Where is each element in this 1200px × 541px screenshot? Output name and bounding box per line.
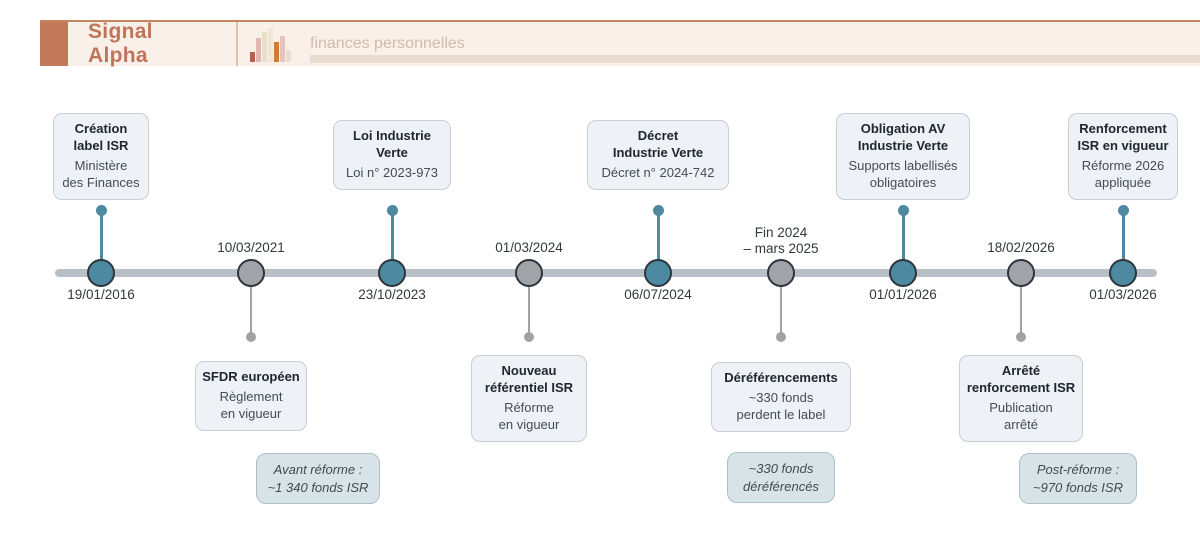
bar-chart-bar	[279, 36, 285, 62]
event-stem	[249, 273, 252, 337]
event-card-sfdr-europeen: SFDR européen Règlement en vigueur	[195, 361, 307, 431]
event-title: Création label ISR	[73, 121, 129, 153]
bar-chart-bar	[285, 50, 291, 62]
event-marker-dot	[767, 259, 795, 287]
event-marker-dot	[237, 259, 265, 287]
event-subtitle: Décret n° 2024-742	[601, 164, 715, 180]
event-stem	[390, 210, 394, 273]
event-marker-dot	[1007, 259, 1035, 287]
event-title: Renforcement ISR en vigueur	[1077, 121, 1169, 153]
event-title: Déréférencements	[724, 370, 838, 385]
annotation-post-reforme: Post-réforme : ~970 fonds ISR	[1019, 453, 1137, 505]
header-divider	[236, 22, 238, 66]
event-card-creation-label-isr: Création label ISR Ministère des Finance…	[53, 113, 149, 200]
event-stem	[99, 210, 103, 273]
event-stem	[901, 210, 905, 273]
tagline-underline	[310, 55, 1200, 63]
event-title: Décret Industrie Verte	[612, 128, 704, 160]
event-date: 01/01/2026	[869, 287, 937, 302]
event-date: 18/02/2026	[987, 240, 1055, 255]
bar-chart-bar	[249, 52, 255, 62]
event-connector-dot	[776, 332, 786, 342]
bar-chart-bar	[261, 32, 267, 62]
annotation-fonds-dereferences: ~330 fonds déréférencés	[727, 452, 835, 504]
event-stem	[656, 210, 660, 273]
event-subtitle: Loi n° 2023-973	[346, 164, 438, 180]
event-title: Arrêté renforcement ISR	[966, 363, 1076, 395]
header-tagline: finances personnelles	[310, 35, 465, 52]
event-subtitle: Règlement en vigueur	[219, 388, 283, 421]
event-card-loi-industrie-verte: Loi Industrie Verte Loi n° 2023-973	[333, 120, 451, 190]
event-card-obligation-av: Obligation AV Industrie Verte Supports l…	[836, 113, 970, 200]
event-subtitle: Réforme en vigueur	[498, 399, 560, 432]
event-card-renforcement-isr-en-vigueur: Renforcement ISR en vigueur Réforme 2026…	[1068, 113, 1178, 200]
event-subtitle: ~330 fonds perdent le label	[736, 389, 826, 422]
event-date: 23/10/2023	[358, 287, 426, 302]
event-stem	[1121, 210, 1125, 273]
event-title: Nouveau référentiel ISR	[484, 363, 574, 395]
event-stem	[1019, 273, 1022, 337]
event-connector-dot	[246, 332, 256, 342]
event-subtitle: Ministère des Finances	[62, 157, 140, 190]
brand-name: Signal Alpha	[88, 20, 153, 67]
event-date: Fin 2024 – mars 2025	[743, 225, 819, 256]
event-date: 06/07/2024	[624, 287, 692, 302]
event-subtitle: Publication arrêté	[989, 399, 1053, 432]
event-title: SFDR européen	[202, 369, 300, 384]
event-marker-dot	[889, 259, 917, 287]
event-date: 01/03/2026	[1089, 287, 1157, 302]
event-date: 01/03/2024	[495, 240, 563, 255]
event-title: Loi Industrie Verte	[353, 128, 431, 160]
event-connector-dot	[524, 332, 534, 342]
event-connector-dot	[1016, 332, 1026, 342]
bar-chart-bar	[267, 28, 273, 62]
event-card-decret-industrie-verte: Décret Industrie Verte Décret n° 2024-74…	[587, 120, 729, 190]
bar-chart-icon	[246, 24, 294, 62]
event-marker-dot	[515, 259, 543, 287]
event-date: 10/03/2021	[217, 240, 285, 255]
event-title: Obligation AV Industrie Verte	[857, 121, 949, 153]
event-date: 19/01/2016	[67, 287, 135, 302]
event-stem	[527, 273, 530, 337]
event-card-dereferencements: Déréférencements ~330 fonds perdent le l…	[711, 362, 851, 432]
event-marker-dot	[378, 259, 406, 287]
event-card-nouveau-referentiel-isr: Nouveau référentiel ISR Réforme en vigue…	[471, 355, 587, 442]
bar-chart-bar	[255, 38, 261, 62]
event-marker-dot	[1109, 259, 1137, 287]
timeline-axis	[55, 269, 1157, 277]
event-card-arrete-renforcement-isr: Arrêté renforcement ISR Publication arrê…	[959, 355, 1083, 442]
bar-chart-bar	[273, 42, 279, 62]
event-stem	[779, 273, 782, 337]
event-marker-dot	[644, 259, 672, 287]
annotation-avant-reforme: Avant réforme : ~1 340 fonds ISR	[256, 453, 380, 505]
event-subtitle: Supports labellisés obligatoires	[848, 157, 958, 190]
header: Signal Alpha finances personnelles	[40, 20, 1200, 67]
brand-logo-square	[40, 22, 68, 66]
event-subtitle: Réforme 2026 appliquée	[1081, 157, 1165, 190]
event-marker-dot	[87, 259, 115, 287]
